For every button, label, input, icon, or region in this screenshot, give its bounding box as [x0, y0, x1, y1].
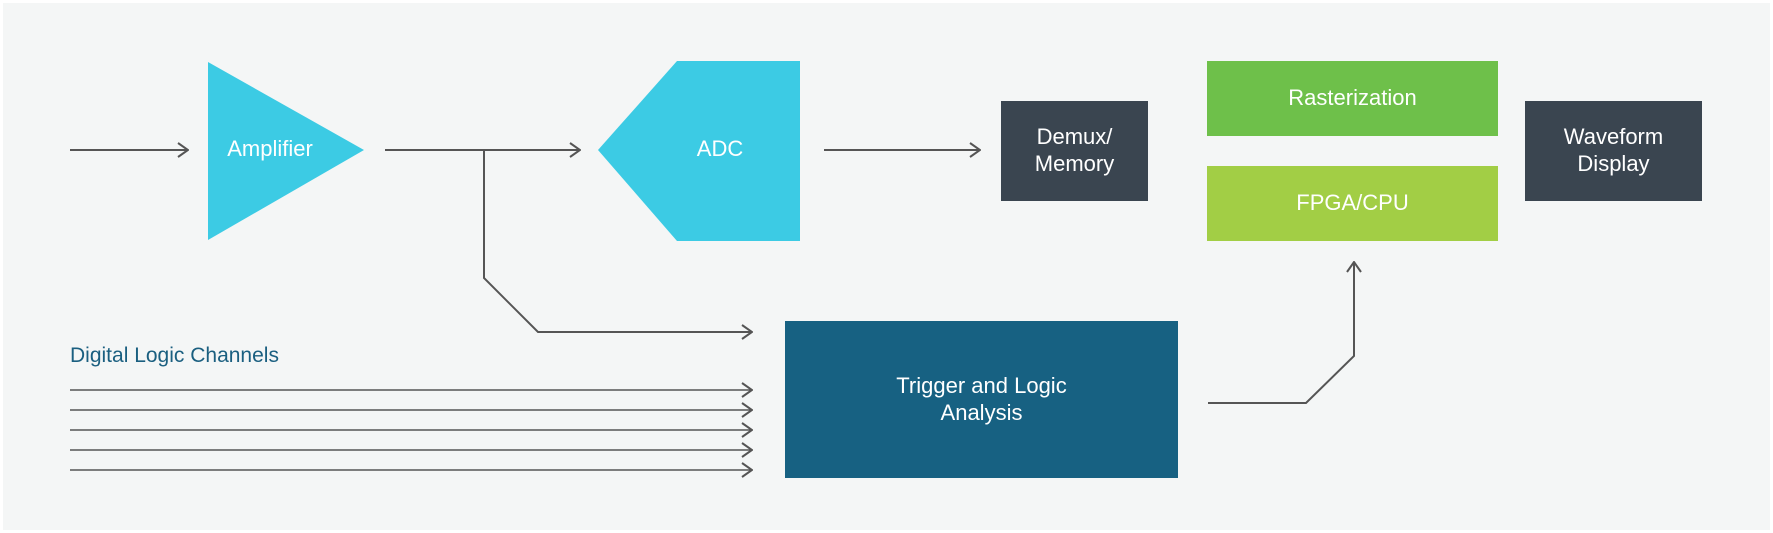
- trigger-line-1: Trigger and Logic: [896, 372, 1067, 398]
- adc-label: ADC: [696, 136, 744, 161]
- waveform-line-2: Display: [1577, 151, 1650, 176]
- fpga-cpu-label: FPGA/CPU: [1296, 190, 1409, 216]
- demux-line-1: Demux/: [1036, 124, 1113, 150]
- demux-line-2: Memory: [1034, 151, 1115, 176]
- amplifier-label: Amplifier: [227, 136, 313, 161]
- demux-memory-block: Demux/Memory: [1001, 101, 1148, 201]
- digital-logic-channels-label: Digital Logic Channels: [70, 344, 279, 367]
- amplifier-shape: [208, 62, 364, 240]
- trigger-line-2: Analysis: [940, 399, 1023, 425]
- branch-to-trigger-arrow: [483, 150, 752, 332]
- rasterization-block: Rasterization: [1207, 61, 1498, 136]
- trigger-to-fpga-arrow: [1208, 262, 1354, 404]
- waveform-line-1: Waveform: [1563, 124, 1664, 150]
- fpga-cpu-block: FPGA/CPU: [1207, 166, 1498, 241]
- rasterization-label: Rasterization: [1288, 85, 1417, 111]
- adc-shape: [598, 61, 800, 241]
